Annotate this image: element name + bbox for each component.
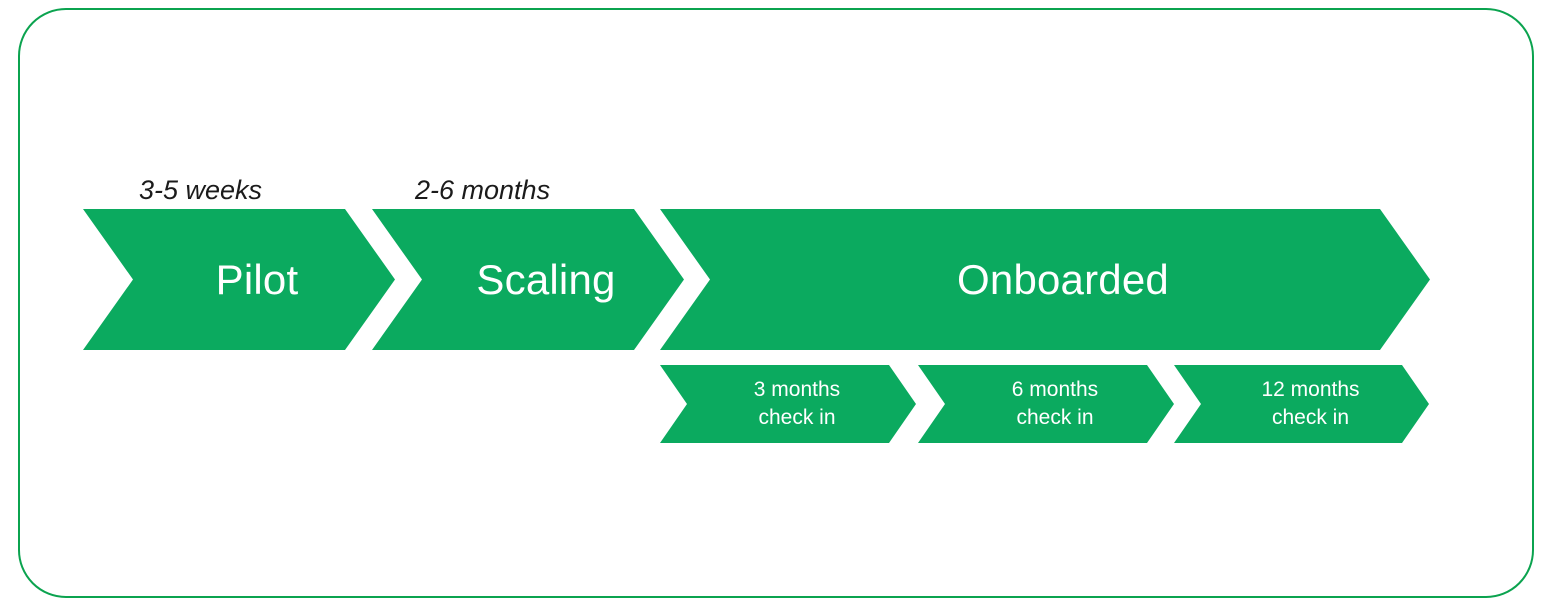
checkin-label-12-months: 12 months check in (1261, 378, 1360, 429)
checkin-chevron-3-months[interactable]: 3 months check in (660, 365, 916, 443)
stage-chevron-onboarded[interactable]: Onboarded (660, 209, 1430, 350)
duration-label-scaling: 2-6 months (415, 175, 551, 205)
stage-label-pilot: Pilot (215, 255, 299, 303)
checkin-chevron-6-months[interactable]: 6 months check in (918, 365, 1174, 443)
duration-label-pilot: 3-5 weeks (139, 175, 263, 205)
stage-chevron-pilot[interactable]: Pilot (83, 209, 395, 350)
stage-label-scaling: Scaling (476, 255, 616, 303)
checkin-label-6-months: 6 months check in (1011, 378, 1099, 429)
checkin-chevron-12-months[interactable]: 12 months check in (1174, 365, 1429, 443)
stage-label-onboarded: Onboarded (957, 255, 1169, 303)
checkin-label-3-months: 3 months check in (753, 378, 841, 429)
stage-chevron-scaling[interactable]: Scaling (372, 209, 684, 350)
